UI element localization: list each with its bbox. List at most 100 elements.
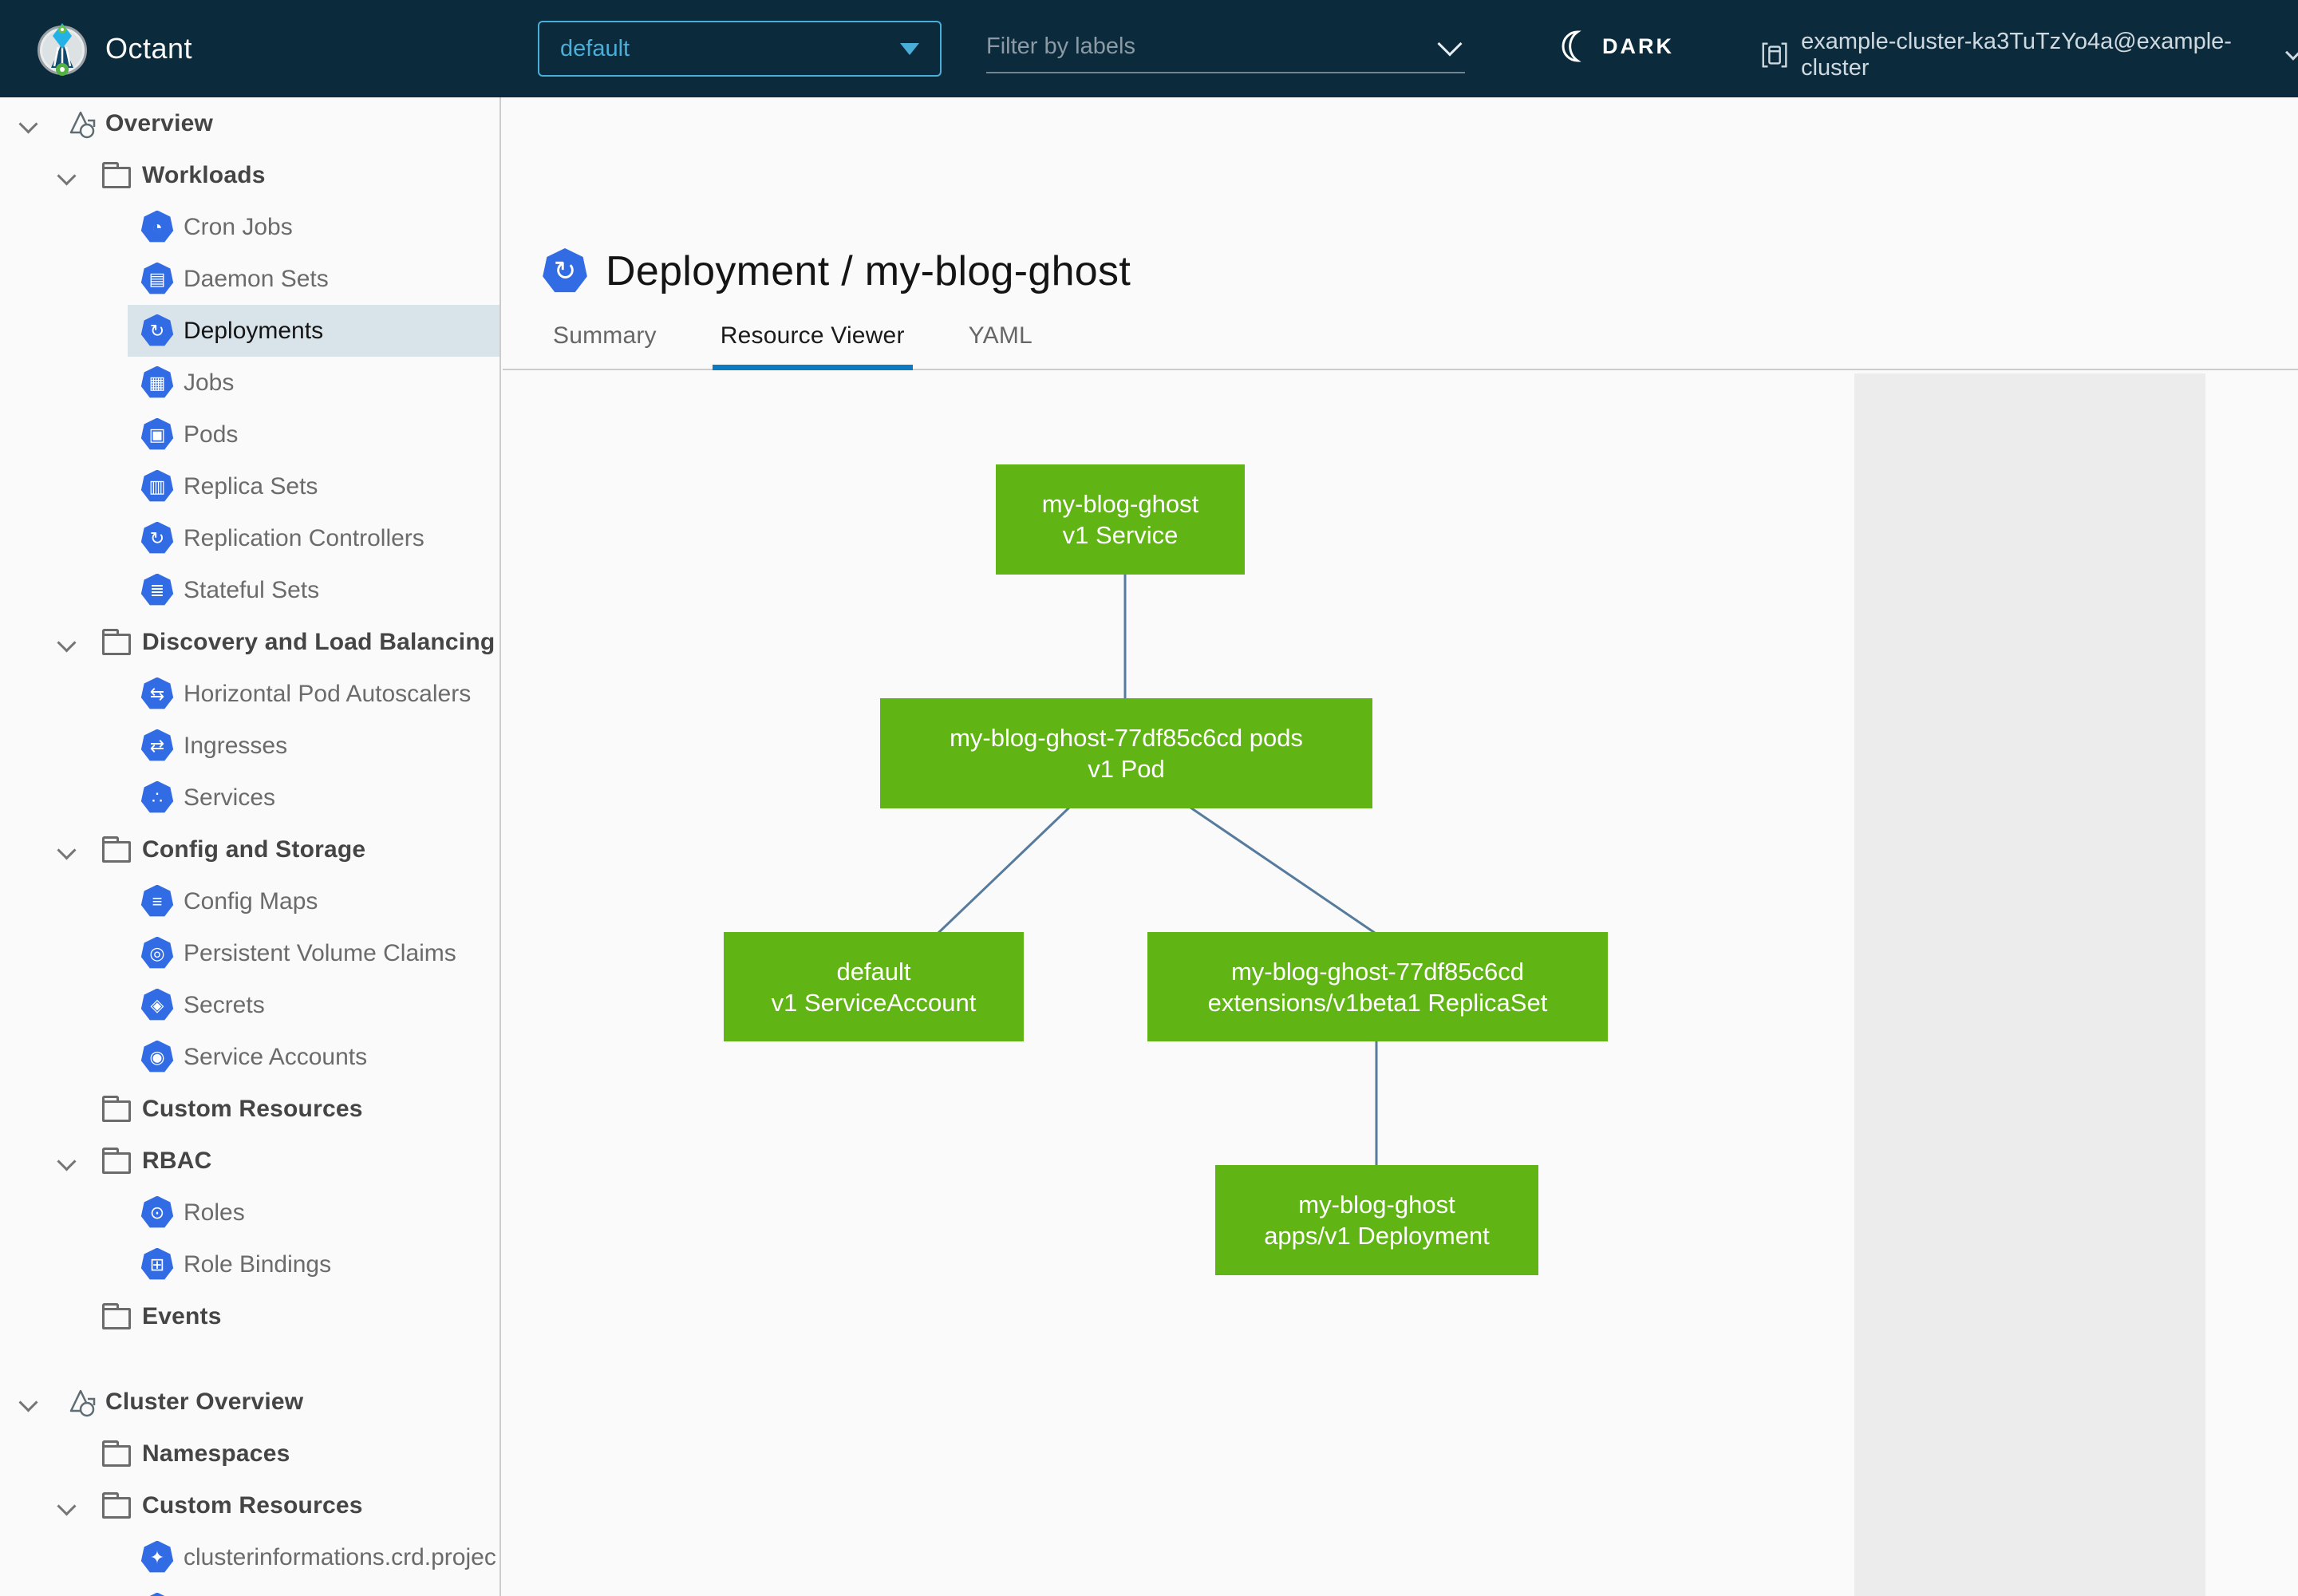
chevron-down-icon[interactable] — [56, 839, 78, 861]
hpa-icon: ⇆ — [140, 677, 174, 709]
node-name: my-blog-ghost-77df85c6cd pods — [950, 724, 1303, 752]
tab-resource-viewer[interactable]: Resource Viewer — [712, 322, 913, 370]
sidebar-item-jobs[interactable]: ▦ Jobs — [0, 357, 499, 409]
node-api-version: v1 Service — [1062, 521, 1179, 549]
edge-pod-serviceaccount — [937, 806, 1071, 934]
label-filter — [986, 21, 1465, 73]
sidebar-item-label: Config and Storage — [142, 836, 366, 863]
chevron-down-icon[interactable] — [56, 631, 78, 654]
sidebar-item-csidrivers-crd[interactable]: ✦ csidrivers.csi.storage.k8s.io — [0, 1583, 499, 1596]
sidebar-item-events[interactable]: Events — [0, 1290, 499, 1342]
sidebar-item-services[interactable]: ∴ Services — [0, 772, 499, 824]
tab-summary[interactable]: Summary — [553, 322, 657, 349]
sidebar-item-cluster-overview[interactable]: Cluster Overview — [0, 1376, 499, 1428]
folder-icon — [102, 1492, 131, 1519]
folder-icon — [102, 1096, 131, 1122]
graph-node-service[interactable]: my-blog-ghost v1 Service — [996, 464, 1245, 575]
sidebar-item-label: Horizontal Pod Autoscalers — [184, 680, 472, 707]
sidebar-item-role-bindings[interactable]: ⊞ Role Bindings — [0, 1238, 499, 1290]
node-api-version: apps/v1 Deployment — [1264, 1222, 1490, 1250]
graph-node-replicaset[interactable]: my-blog-ghost-77df85c6cd extensions/v1be… — [1147, 932, 1608, 1041]
graph-node-pods[interactable]: my-blog-ghost-77df85c6cd pods v1 Pod — [880, 698, 1372, 808]
sidebar-item-label: Replica Sets — [184, 472, 318, 500]
node-name: default — [836, 957, 911, 986]
graph-edges — [937, 575, 1378, 1166]
sidebar-item-workloads[interactable]: Workloads — [0, 149, 499, 201]
cron-jobs-icon: ◔ — [140, 210, 174, 243]
context-selector[interactable]: example-cluster-ka3TuTzYo4a@example-clus… — [1759, 29, 2298, 81]
namespace-select[interactable]: default — [538, 21, 942, 77]
chevron-down-icon[interactable] — [56, 1495, 78, 1517]
node-api-version: extensions/v1beta1 ReplicaSet — [1207, 988, 1548, 1017]
cluster-icon — [1762, 42, 1787, 68]
sidebar-item-daemon-sets[interactable]: ▤ Daemon Sets — [0, 253, 499, 305]
sidebar-item-label: Persistent Volume Claims — [184, 939, 456, 966]
sidebar-item-label: Service Accounts — [184, 1043, 368, 1070]
chevron-down-icon — [2284, 45, 2298, 61]
pvc-icon: ◎ — [140, 936, 174, 969]
sidebar-item-stateful-sets[interactable]: ≣ Stateful Sets — [0, 564, 499, 616]
sidebar-item-label: Jobs — [184, 369, 235, 396]
node-api-version: v1 Pod — [1088, 755, 1165, 783]
sidebar-item-label: Namespaces — [142, 1440, 290, 1467]
sidebar-item-service-accounts[interactable]: ◉ Service Accounts — [0, 1031, 499, 1083]
graph-node-service-account[interactable]: default v1 ServiceAccount — [724, 932, 1024, 1041]
sidebar-item-config-maps[interactable]: ≡ Config Maps — [0, 875, 499, 927]
label-filter-input[interactable] — [986, 21, 1465, 73]
chevron-down-icon[interactable] — [56, 164, 78, 187]
page-title-row: ↻ Deployment / my-blog-ghost — [542, 247, 1131, 295]
sidebar-item-deployments[interactable]: ↻ Deployments — [0, 305, 499, 357]
sidebar-item-label: RBAC — [142, 1147, 212, 1174]
sidebar-item-horizontal-pod-autoscalers[interactable]: ⇆ Horizontal Pod Autoscalers — [0, 668, 499, 720]
stateful-sets-icon: ≣ — [140, 573, 174, 606]
sidebar-item-roles[interactable]: ⊙ Roles — [0, 1187, 499, 1238]
sidebar-item-label: Pods — [184, 421, 239, 448]
replication-controllers-icon: ↻ — [140, 521, 174, 554]
sidebar-item-persistent-volume-claims[interactable]: ◎ Persistent Volume Claims — [0, 927, 499, 979]
sidebar-item-cluster-custom-resources[interactable]: Custom Resources — [0, 1479, 499, 1531]
sidebar-item-overview[interactable]: Overview — [0, 97, 499, 149]
chevron-down-icon[interactable] — [56, 1150, 78, 1172]
sidebar-item-label: Config Maps — [184, 887, 318, 915]
sidebar-item-rbac[interactable]: RBAC — [0, 1135, 499, 1187]
sidebar-item-discovery-load-balancing[interactable]: Discovery and Load Balancing — [0, 616, 499, 668]
pods-icon: ▣ — [140, 417, 174, 450]
app-title: Octant — [105, 32, 193, 65]
sidebar-item-config-and-storage[interactable]: Config and Storage — [0, 824, 499, 875]
sidebar-item-secrets[interactable]: ◈ Secrets — [0, 979, 499, 1031]
role-bindings-icon: ⊞ — [140, 1247, 174, 1280]
sidebar-item-label: Roles — [184, 1199, 245, 1226]
tab-yaml[interactable]: YAML — [968, 322, 1033, 349]
brand: Octant — [32, 18, 192, 79]
graph-node-deployment[interactable]: my-blog-ghost apps/v1 Deployment — [1215, 1165, 1538, 1275]
moon-icon — [1562, 30, 1581, 62]
sidebar-item-label: Custom Resources — [142, 1095, 363, 1122]
sidebar-item-replica-sets[interactable]: ▥ Replica Sets — [0, 460, 499, 512]
chevron-down-icon[interactable] — [18, 1391, 40, 1413]
sidebar-item-replication-controllers[interactable]: ↻ Replication Controllers — [0, 512, 499, 564]
chevron-down-icon[interactable] — [18, 113, 40, 135]
sidebar-item-clusterinformations-crd[interactable]: ✦ clusterinformations.crd.projec — [0, 1531, 499, 1583]
deployment-icon: ↻ — [543, 248, 587, 293]
theme-toggle[interactable]: DARK — [1556, 29, 1674, 64]
ingresses-icon: ⇄ — [140, 729, 174, 761]
sidebar-item-label: Stateful Sets — [184, 576, 320, 603]
resource-viewer-canvas[interactable]: my-blog-ghost v1 Service my-blog-ghost-7… — [503, 372, 2298, 1596]
sidebar-item-namespaces[interactable]: Namespaces — [0, 1428, 499, 1479]
sidebar-item-label: Deployments — [184, 317, 324, 344]
folder-icon — [102, 629, 131, 655]
sidebar-item-label: Workloads — [142, 161, 266, 188]
sidebar-item-ingresses[interactable]: ⇄ Ingresses — [0, 720, 499, 772]
services-icon: ∴ — [140, 780, 174, 813]
sidebar-item-cron-jobs[interactable]: ◔ Cron Jobs — [0, 201, 499, 253]
roles-icon: ⊙ — [140, 1195, 174, 1228]
sidebar-item-pods[interactable]: ▣ Pods — [0, 409, 499, 460]
replica-sets-icon: ▥ — [140, 469, 174, 502]
sidebar-item-custom-resources[interactable]: Custom Resources — [0, 1083, 499, 1135]
folder-icon — [102, 1440, 131, 1467]
sidebar-item-label: Daemon Sets — [184, 265, 329, 292]
sidebar-item-label: Overview — [105, 109, 214, 136]
deployments-icon: ↻ — [140, 314, 174, 346]
sidebar-item-label: Ingresses — [184, 732, 288, 759]
applications-icon — [69, 111, 96, 138]
